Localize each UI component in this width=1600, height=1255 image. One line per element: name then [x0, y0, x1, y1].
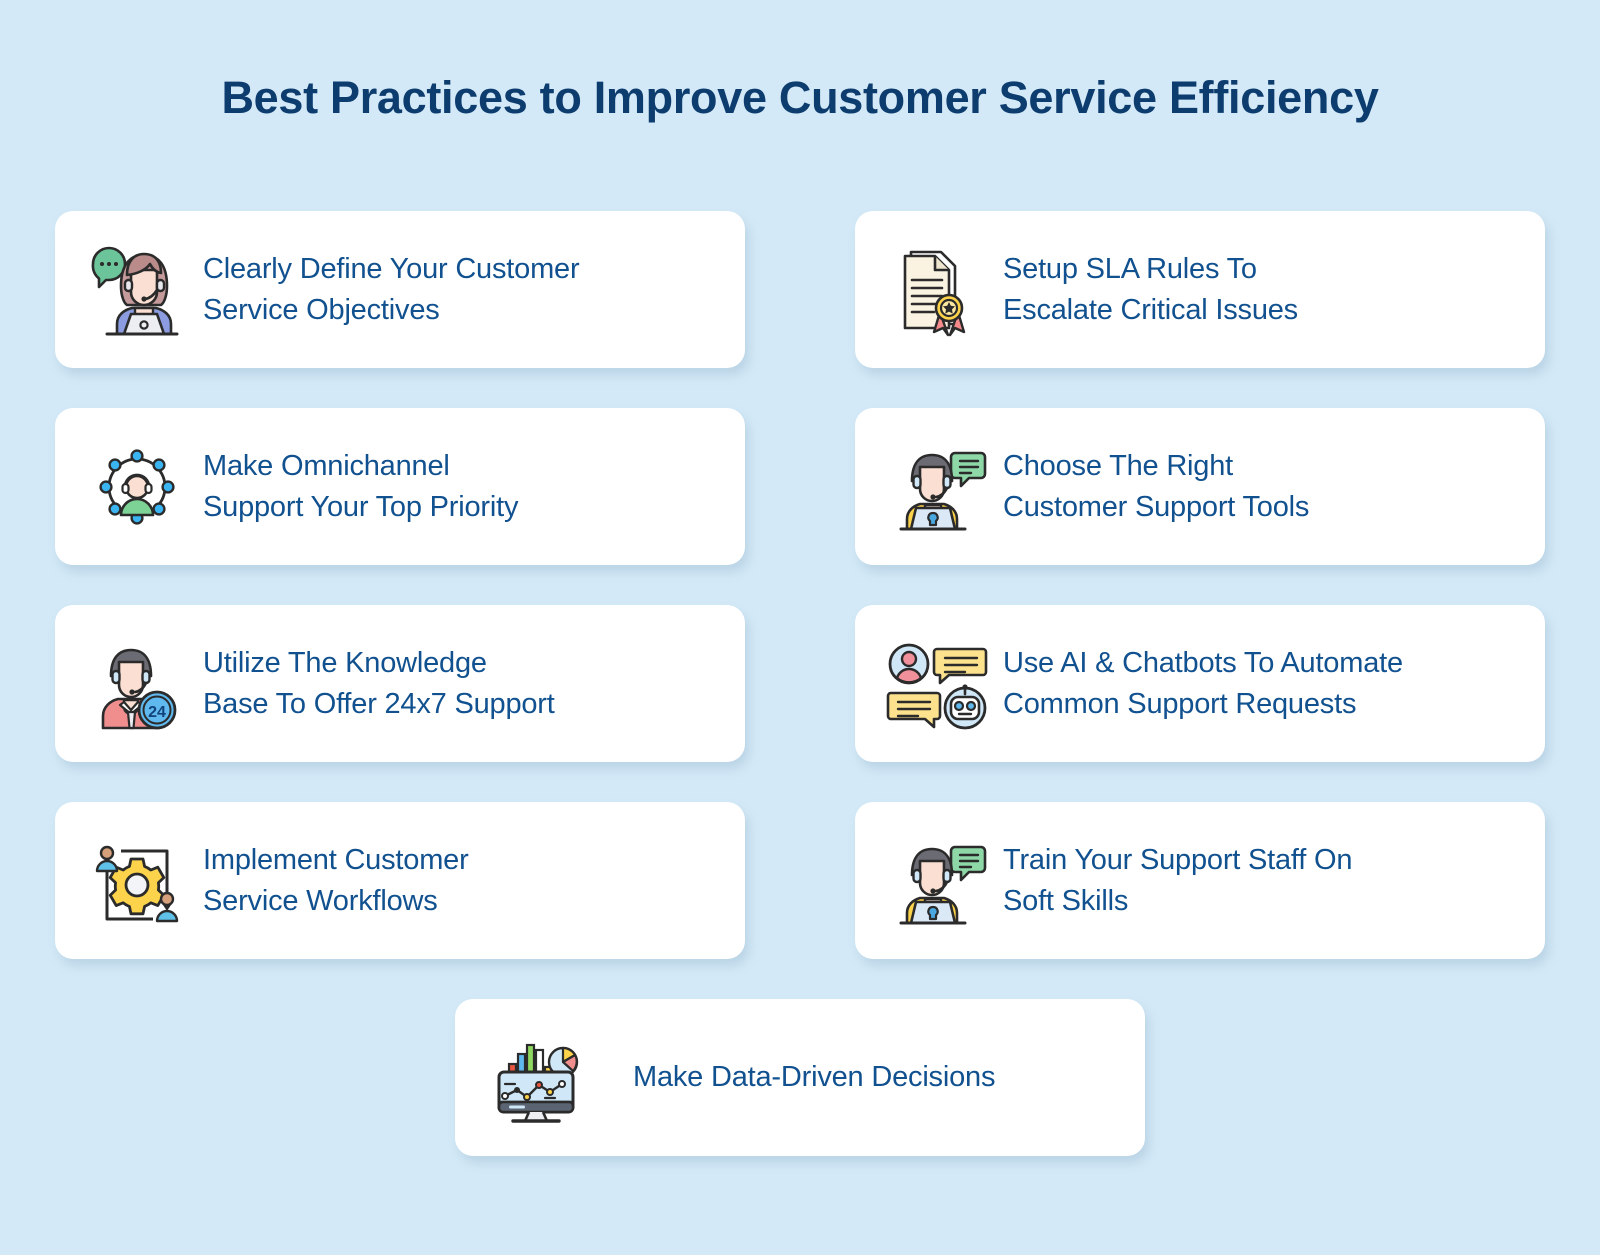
- support-agent-wrench-laptop-icon: [883, 435, 991, 539]
- chatbot-conversation-icon: [883, 632, 991, 736]
- practice-card-text: Make Data-Driven Decisions: [591, 1057, 995, 1097]
- practice-row: Clearly Define Your Customer Service Obj…: [55, 211, 1545, 368]
- analytics-dashboard-monitor-icon: [483, 1026, 591, 1130]
- practice-text-line: Support Your Top Priority: [203, 490, 519, 523]
- workflow-gear-cycle-icon: [83, 829, 191, 933]
- practice-text-line: Escalate Critical Issues: [1003, 293, 1298, 326]
- practice-card-train-soft-skills[interactable]: Train Your Support Staff On Soft Skills: [855, 802, 1545, 959]
- practice-text-line: Soft Skills: [1003, 884, 1129, 917]
- practice-card-knowledge-base-24x7[interactable]: 24 Utilize The Knowledge Base To Offer 2…: [55, 605, 745, 762]
- practice-text-line: Clearly Define Your Customer: [203, 253, 580, 286]
- practice-card-setup-sla-rules[interactable]: Setup SLA Rules To Escalate Critical Iss…: [855, 211, 1545, 368]
- practice-card-clearly-define-objectives[interactable]: Clearly Define Your Customer Service Obj…: [55, 211, 745, 368]
- practice-card-omnichannel-support[interactable]: Make Omnichannel Support Your Top Priori…: [55, 408, 745, 565]
- practice-row: Implement Customer Service Workflows: [55, 802, 1545, 959]
- practice-card-text: Train Your Support Staff On Soft Skills: [991, 840, 1352, 920]
- omnichannel-network-hub-icon: [83, 435, 191, 539]
- practice-text-line: Use AI & Chatbots To Automate: [1003, 647, 1403, 680]
- practice-card-text: Clearly Define Your Customer Service Obj…: [191, 249, 580, 329]
- practice-row: 24 Utilize The Knowledge Base To Offer 2…: [55, 605, 1545, 762]
- practice-card-text: Make Omnichannel Support Your Top Priori…: [191, 446, 518, 526]
- certificate-document-award-icon: [883, 238, 991, 342]
- support-agent-wrench-laptop-icon: [883, 829, 991, 933]
- practice-text-line: Make Omnichannel: [203, 450, 450, 483]
- practice-card-choose-support-tools[interactable]: Choose The Right Customer Support Tools: [855, 408, 1545, 565]
- practice-row: Make Omnichannel Support Your Top Priori…: [55, 408, 1545, 565]
- practice-card-data-driven-decisions[interactable]: Make Data-Driven Decisions: [455, 999, 1145, 1156]
- page-title: Best Practices to Improve Customer Servi…: [221, 72, 1379, 123]
- practice-text-line: Implement Customer: [203, 844, 469, 877]
- female-support-agent-laptop-icon: [83, 238, 191, 342]
- practices-grid: Clearly Define Your Customer Service Obj…: [55, 211, 1545, 1156]
- practice-text-line: Customer Support Tools: [1003, 490, 1310, 523]
- practice-card-text: Setup SLA Rules To Escalate Critical Iss…: [991, 249, 1298, 329]
- practice-text-line: Base To Offer 24x7 Support: [203, 687, 555, 720]
- practice-card-text: Implement Customer Service Workflows: [191, 840, 469, 920]
- practice-text-line: Setup SLA Rules To: [1003, 253, 1257, 286]
- practice-card-text: Use AI & Chatbots To Automate Common Sup…: [991, 643, 1403, 723]
- practice-card-text: Utilize The Knowledge Base To Offer 24x7…: [191, 643, 555, 723]
- practice-text-line: Common Support Requests: [1003, 687, 1357, 720]
- practice-text-line: Choose The Right: [1003, 450, 1234, 483]
- agent-24-hour-badge-icon: 24: [83, 632, 191, 736]
- practice-card-ai-chatbots[interactable]: Use AI & Chatbots To Automate Common Sup…: [855, 605, 1545, 762]
- practice-card-service-workflows[interactable]: Implement Customer Service Workflows: [55, 802, 745, 959]
- practice-text-line: Train Your Support Staff On: [1003, 844, 1353, 877]
- practice-text-line: Service Objectives: [203, 293, 440, 326]
- practice-card-text: Choose The Right Customer Support Tools: [991, 446, 1309, 526]
- practice-text-line: Make Data-Driven Decisions: [633, 1061, 996, 1094]
- svg-text:24: 24: [148, 704, 166, 721]
- practice-row-bottom: Make Data-Driven Decisions: [55, 999, 1545, 1156]
- practice-text-line: Service Workflows: [203, 884, 438, 917]
- practice-text-line: Utilize The Knowledge: [203, 647, 487, 680]
